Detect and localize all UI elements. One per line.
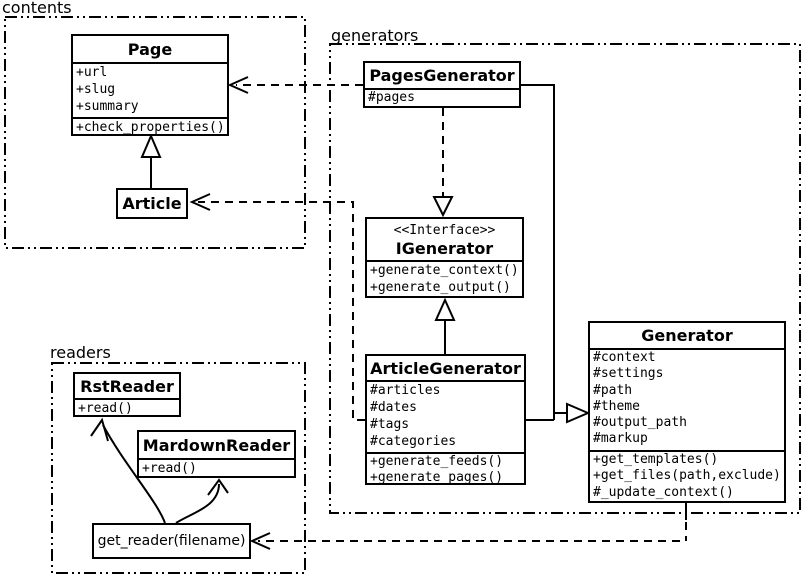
method: +generate_pages() (370, 470, 504, 483)
method: +generate_output() (370, 280, 511, 295)
class-generator-methods: +get_templates() +get_files(path,exclude… (590, 450, 784, 501)
method: +read() (142, 461, 197, 476)
function-get-reader-label: get_reader(filename) (97, 533, 246, 549)
method: +read() (78, 401, 133, 415)
method: +generate_feeds() (370, 454, 504, 469)
generalization-articlegenerator-to-igenerator (434, 297, 456, 354)
class-page: Page +url +slug +summary +check_properti… (71, 34, 229, 136)
package-border-contents (4, 16, 306, 249)
package-label-contents: contents (2, 0, 72, 17)
attribute: #context (593, 350, 656, 365)
package-border-generators (329, 43, 801, 514)
class-rstreader-methods: +read() (75, 398, 179, 415)
attribute: #output_path (593, 415, 687, 431)
attribute: #settings (593, 366, 664, 382)
attribute: +slug (76, 82, 116, 97)
class-page-title: Page (127, 39, 173, 59)
method: +get_files(path,exclude) (593, 468, 781, 484)
interface-igenerator-methods: +generate_context() +generate_output() (367, 260, 522, 296)
interface-igenerator-title: IGenerator (395, 239, 494, 258)
class-articlegenerator: ArticleGenerator #articles #dates #tags … (365, 354, 526, 485)
class-mardownreader-title: MardownReader (142, 435, 291, 455)
attribute: #articles (370, 383, 441, 398)
attribute: #dates (370, 400, 417, 415)
package-label-readers: readers (50, 343, 111, 362)
class-mardownreader: MardownReader +read() (137, 430, 296, 478)
method: +check_properties() (76, 120, 225, 134)
class-generator-title: Generator (641, 326, 733, 345)
class-rstreader-title: RstReader (80, 376, 174, 396)
class-page-methods: +check_properties() (73, 117, 227, 134)
attribute: +summary (76, 99, 139, 114)
attribute: #path (593, 382, 633, 398)
class-articlegenerator-methods: +generate_feeds() +generate_pages() (367, 452, 524, 483)
arrow-getreader-to-rstreader (90, 417, 166, 524)
function-get-reader: get_reader(filename) (92, 523, 251, 559)
class-article: Article (116, 188, 188, 219)
attribute: #theme (593, 398, 640, 414)
class-page-attributes: +url +slug +summary (73, 62, 227, 117)
class-pagesgenerator-attributes: #pages (365, 88, 519, 106)
attribute: #markup (593, 431, 648, 447)
realization-pagesgenerator-to-igenerator (432, 108, 454, 218)
class-generator: Generator #context #settings #path #them… (588, 321, 786, 503)
class-mardownreader-methods: +read() (139, 458, 294, 476)
class-pagesgenerator: PagesGenerator #pages (363, 61, 521, 108)
class-articlegenerator-attributes: #articles #dates #tags #categories (367, 380, 524, 452)
class-rstreader: RstReader +read() (73, 372, 181, 417)
interface-igenerator-header: <<Interface>> IGenerator (367, 219, 522, 260)
attribute: #pages (368, 90, 415, 105)
dependency-articlegenerator-to-article (189, 193, 365, 421)
attribute: #tags (370, 417, 410, 432)
class-article-title: Article (122, 194, 182, 213)
dependency-generator-to-getreader (249, 503, 687, 550)
arrow-getreader-to-mardownreader (175, 478, 229, 524)
generalization-to-generator (521, 84, 591, 424)
attribute: +url (76, 65, 108, 80)
method: +generate_context() (370, 263, 519, 278)
generalization-article-to-page (140, 133, 162, 188)
class-pagesgenerator-title: PagesGenerator (369, 66, 515, 85)
class-articlegenerator-title: ArticleGenerator (370, 358, 521, 378)
interface-igenerator: <<Interface>> IGenerator +generate_conte… (365, 217, 524, 298)
attribute: #categories (370, 434, 457, 449)
package-border-readers (51, 362, 306, 574)
method: #_update_context() (593, 484, 734, 500)
dependency-pagesgenerator-to-page (227, 76, 363, 94)
interface-stereotype: <<Interface>> (393, 223, 496, 238)
package-label-generators: generators (331, 26, 419, 45)
method: +get_templates() (593, 452, 719, 467)
class-generator-attributes: #context #settings #path #theme #output_… (590, 348, 784, 450)
